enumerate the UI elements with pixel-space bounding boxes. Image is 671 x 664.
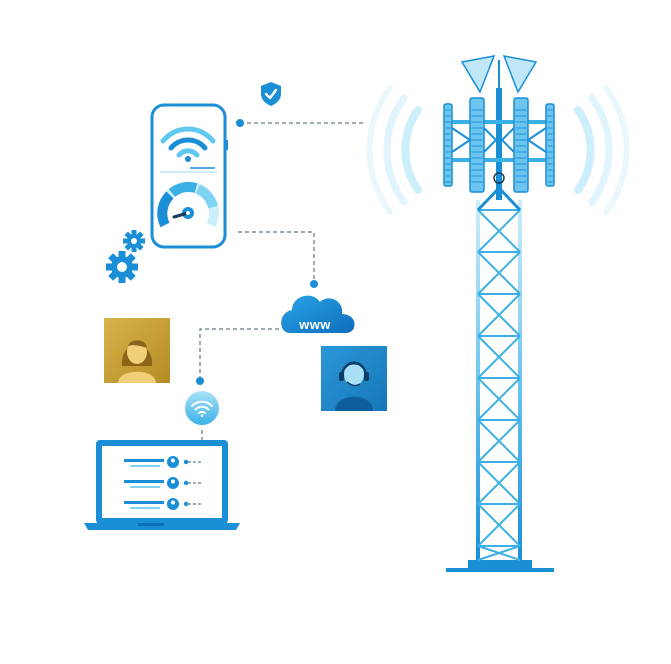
wifi-hotspot (185, 391, 219, 425)
list-item (124, 456, 202, 468)
cloud-icon: www (281, 295, 355, 333)
connector-dot-cloud (310, 280, 318, 288)
wifi-icon (191, 400, 213, 417)
laptop-icon (84, 440, 240, 530)
speedometer-icon (157, 181, 219, 228)
cell-tower-icon (443, 55, 555, 572)
cloud-label: www (298, 317, 331, 332)
shield-check-icon (261, 82, 281, 106)
gears-icon (106, 230, 145, 283)
laptop-user-list (124, 456, 202, 510)
female-user-avatar (104, 318, 170, 383)
support-agent-avatar (321, 346, 387, 411)
list-item (124, 477, 202, 489)
headset-user-icon (335, 361, 373, 411)
connector-dot-phone (236, 119, 244, 127)
connector-cloud-wifi (199, 328, 279, 380)
wifi-icon (160, 126, 216, 162)
connector-dot-wifi (196, 377, 204, 385)
connector-phone-cloud (238, 231, 315, 283)
smartphone (150, 103, 228, 249)
signal-waves (366, 85, 630, 215)
female-user-icon (118, 340, 156, 383)
list-item (124, 498, 202, 510)
